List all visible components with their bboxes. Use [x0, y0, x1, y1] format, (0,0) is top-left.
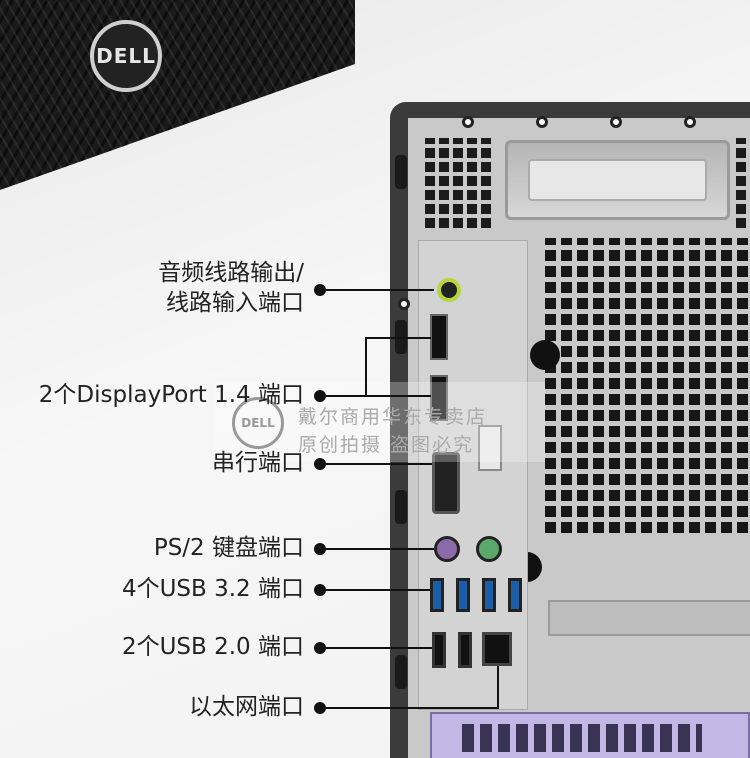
usb3-port	[456, 578, 470, 612]
callout-line	[326, 395, 366, 397]
chassis-switch	[478, 425, 502, 471]
screw	[684, 116, 696, 128]
watermark-text-2: 原创拍摄 盗图必究	[298, 434, 475, 456]
callout-line	[497, 666, 499, 709]
callout-label-serial: 串行端口	[212, 450, 304, 476]
usb3-port	[482, 578, 496, 612]
audio-port	[437, 278, 461, 302]
watermark-text-1: 戴尔商用华东专卖店	[298, 406, 488, 428]
watermark-logo: DELL	[232, 397, 284, 449]
top-vent-right	[736, 138, 750, 228]
callout-label-audio: 音频线路输出/ 线路输入端口	[158, 260, 304, 316]
callout-label-usb20: 2个USB 2.0 端口	[121, 634, 304, 660]
callout-dot	[314, 284, 326, 296]
chassis-slot	[395, 155, 407, 189]
usb2-port	[432, 632, 446, 668]
displayport-port	[430, 375, 448, 421]
chassis-handle	[505, 140, 730, 220]
displayport-port	[430, 314, 448, 360]
screw	[610, 116, 622, 128]
chassis-slot	[395, 490, 407, 524]
dell-logo: DELL	[90, 20, 162, 92]
callout-line	[326, 589, 430, 591]
callout-dot	[314, 642, 326, 654]
callout-line	[365, 338, 367, 397]
screw	[398, 298, 410, 310]
callout-label-displayport: 2个DisplayPort 1.4 端口	[38, 382, 304, 408]
callout-label-usb32: 4个USB 3.2 端口	[121, 576, 304, 602]
top-vent	[425, 138, 495, 228]
ethernet-port	[482, 632, 512, 666]
callout-dot	[314, 458, 326, 470]
usb2-port	[458, 632, 472, 668]
screw	[462, 116, 474, 128]
callout-label-ps2: PS/2 键盘端口	[153, 535, 304, 561]
callout-dot	[314, 390, 326, 402]
usb3-port	[508, 578, 522, 612]
rear-fan-vent	[545, 238, 750, 533]
serial-port	[432, 452, 460, 514]
callout-line	[326, 707, 498, 709]
callout-dot	[314, 584, 326, 596]
screw	[536, 116, 548, 128]
callout-line	[365, 395, 431, 397]
callout-line	[326, 548, 434, 550]
callout-line	[326, 463, 432, 465]
callout-dot	[314, 543, 326, 555]
expansion-slot-cover	[548, 600, 750, 636]
ps2-mouse-port	[476, 536, 502, 562]
usb3-port	[430, 578, 444, 612]
callout-line	[326, 289, 434, 291]
callout-label-ethernet: 以太网端口	[189, 694, 304, 720]
thumbscrew	[530, 340, 560, 370]
chassis-slot	[395, 655, 407, 689]
callout-dot	[314, 702, 326, 714]
ps2-keyboard-port	[434, 536, 460, 562]
callout-line	[326, 647, 432, 649]
pcie-bracket	[430, 712, 750, 758]
callout-line	[365, 337, 431, 339]
